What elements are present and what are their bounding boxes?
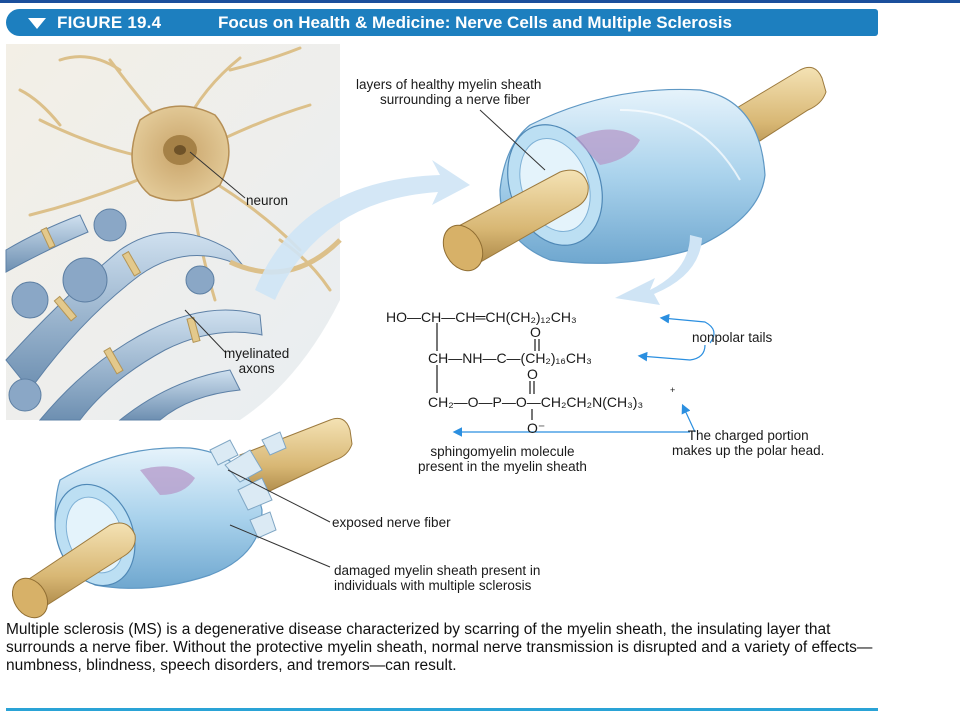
label-line: present in the myelin sheath bbox=[418, 459, 587, 474]
label-line: layers of healthy myelin sheath bbox=[356, 77, 542, 92]
molecule-row-1: HO—CH—CH═CH(CH₂)₁₂CH₃ bbox=[386, 309, 577, 325]
figure-banner: FIGURE 19.4 Focus on Health & Medicine: … bbox=[6, 9, 878, 36]
label-line: myelinated bbox=[224, 346, 290, 361]
positive-charge: + bbox=[670, 385, 676, 395]
molecule-row-3: CH₂—O—P—O—CH₂CH₂N(CH₃)₃ bbox=[428, 394, 644, 410]
label-line: damaged myelin sheath present in bbox=[334, 563, 541, 578]
label-line: The charged portion bbox=[687, 428, 809, 443]
carbonyl-oxygen: O bbox=[530, 324, 541, 340]
label-sphingomyelin: sphingomyelin molecule present in the my… bbox=[418, 444, 587, 474]
label-myelinated-axons: myelinated axons bbox=[224, 346, 289, 376]
bottom-rule bbox=[6, 708, 878, 711]
label-neuron: neuron bbox=[246, 193, 289, 208]
figure-caption: Multiple sclerosis (MS) is a degenerativ… bbox=[6, 621, 873, 674]
label-healthy-sheath: layers of healthy myelin sheath surround… bbox=[356, 77, 541, 107]
label-line: individuals with multiple sclerosis bbox=[334, 578, 532, 593]
label-line: surrounding a nerve fiber bbox=[380, 92, 531, 107]
neuron-panel bbox=[5, 44, 342, 421]
label-line: makes up the polar head. bbox=[672, 443, 825, 458]
molecule-bonds bbox=[436, 323, 540, 420]
healthy-myelin-sheath bbox=[442, 66, 827, 272]
top-rule bbox=[0, 0, 960, 3]
molecule-arrows bbox=[452, 313, 715, 437]
figure-number: FIGURE 19.4 bbox=[57, 13, 162, 32]
figure-title: Focus on Health & Medicine: Nerve Cells … bbox=[218, 13, 732, 32]
damaged-myelin-sheath bbox=[11, 417, 353, 619]
label-exposed-fiber: exposed nerve fiber bbox=[332, 515, 451, 530]
zoom-arrow-top bbox=[255, 160, 470, 300]
caret-down-icon bbox=[28, 18, 46, 29]
phosphate-oxygen-bottom: O⁻ bbox=[527, 420, 546, 436]
zoom-arrow-down bbox=[615, 235, 702, 305]
label-nonpolar-tails: nonpolar tails bbox=[692, 330, 773, 345]
leader-lines bbox=[184, 109, 546, 568]
label-polar-head: The charged portion makes up the polar h… bbox=[672, 428, 824, 458]
label-damaged-sheath: damaged myelin sheath present in individ… bbox=[334, 563, 540, 593]
label-line: sphingomyelin molecule bbox=[430, 444, 575, 459]
molecule-row-2: CH—NH—C—(CH₂)₁₆CH₃ bbox=[428, 350, 592, 366]
label-line: axons bbox=[238, 361, 275, 376]
phosphate-oxygen-top: O bbox=[527, 366, 538, 382]
